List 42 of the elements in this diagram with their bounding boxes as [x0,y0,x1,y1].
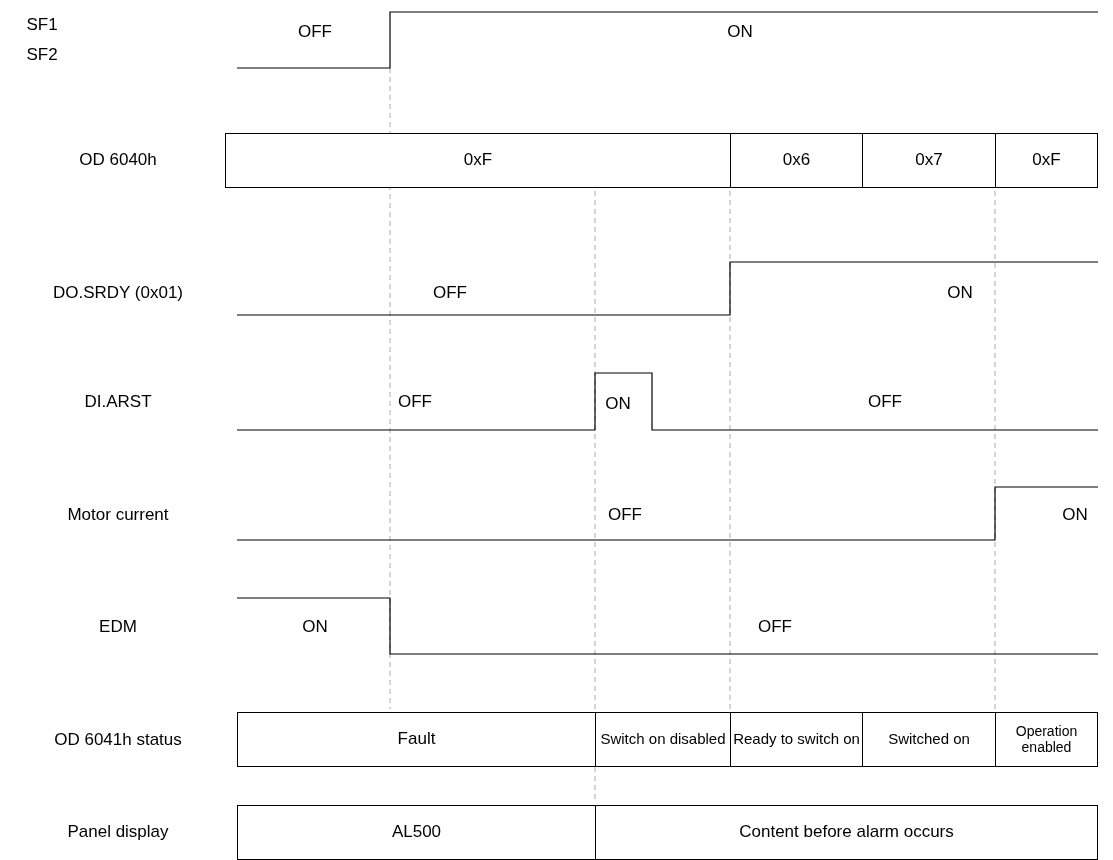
signal-name: EDM [99,617,137,637]
state-label: ON [947,283,973,303]
cell-text: AL500 [391,823,442,842]
cell-text: Fault [397,730,436,749]
state-label: OFF [608,505,642,525]
cell-text: Operation enabled [1014,724,1079,755]
cell-text: 0x6 [782,151,811,170]
state-label: OFF [758,617,792,637]
cell-text: Switched on [888,731,970,748]
signal-name: OD 6040h [79,150,157,170]
signal-name: OD 6041h status [54,730,182,750]
signal-name: DI.ARST [84,392,152,412]
signal-name: SF2 [26,45,58,65]
signal-name: Panel display [67,822,169,842]
value-cell [995,133,1098,188]
state-label: OFF [433,283,467,303]
cell-text: Ready to switch on [733,731,860,748]
cell-text: 0xF [1032,151,1061,170]
value-cell [730,133,863,188]
cell-text: 0x7 [915,151,943,170]
signal-name: Motor current [67,505,169,525]
value-cell [862,133,996,188]
state-label: OFF [868,392,902,412]
state-label: OFF [298,22,332,42]
signal-name: SF1 [26,15,58,35]
state-cell [862,712,996,767]
state-cell [730,712,863,767]
state-cell [237,805,596,860]
state-label: ON [727,22,753,42]
cell-text: 0xF [463,151,493,170]
state-label: OFF [398,392,432,412]
state-cell [237,712,596,767]
signal-name: DO.SRDY (0x01) [52,283,184,303]
state-label: ON [1062,505,1088,525]
state-label: ON [302,617,328,637]
state-cell [595,712,731,767]
cell-text: Content before alarm occurs [739,823,954,842]
state-cell [595,805,1098,860]
state-label: ON [605,394,631,414]
state-cell [995,712,1098,767]
cell-text: Switch on disabled [600,731,726,748]
value-cell [225,133,731,188]
